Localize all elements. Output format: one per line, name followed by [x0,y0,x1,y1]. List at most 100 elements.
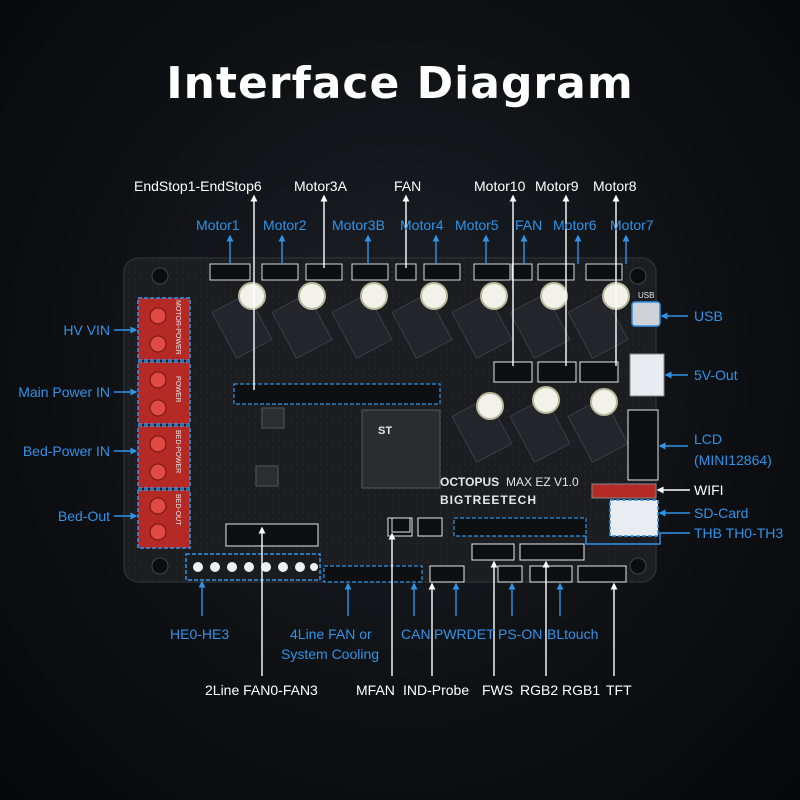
screw-icon [149,463,167,481]
mount-hole-bl [151,557,169,575]
label-main-power: Main Power IN [18,384,110,400]
label-motor6: Motor6 [553,217,597,233]
label-motor3b: Motor3B [332,217,385,233]
5v-out-block [629,353,665,397]
label-tft: TFT [606,682,632,698]
fan-4line-strip [323,565,423,583]
screw-icon [295,562,305,572]
driver-module [391,292,453,360]
connector [261,263,299,281]
capacitor [298,282,326,310]
mfan-connector [391,517,411,533]
leader-lines [114,194,690,676]
label-4line-fan: 4Line FAN or [290,626,372,642]
mcu-chip: ST [361,409,441,489]
label-wifi: WIFI [694,482,724,498]
capacitor [238,282,266,310]
screw-icon [149,399,167,417]
label-motor3a: Motor3A [294,178,348,194]
label-motor8: Motor8 [593,178,637,194]
top-connectors [209,263,623,281]
stepper-drivers [211,292,629,464]
driver-module [509,396,571,464]
mount-hole-tl [151,267,169,285]
capacitor [360,282,388,310]
label-4line-fan-2: System Cooling [281,646,379,662]
block-label-power: POWER [174,376,181,402]
capacitors [238,282,630,420]
screw-icon [149,523,167,541]
fan-2line-strip [225,523,319,547]
connector [423,263,461,281]
labels: EndStop1-EndStop6 Motor3A FAN Motor10 Mo… [18,178,783,698]
connector [209,263,251,281]
block-label-bed-out: BED-OUT [174,494,181,526]
thb-connector [417,517,443,537]
motor9-connector [537,361,577,383]
label-2line-fan: 2Line FAN0-FAN3 [205,682,318,698]
label-motor1: Motor1 [196,217,240,233]
connector [351,263,389,281]
power-terminal [137,361,191,425]
driver-module [451,396,513,464]
fws-connector [471,543,515,561]
label-lcd-sub: (MINI12864) [694,452,772,468]
driver-module [509,292,571,360]
mount-hole-br [629,557,647,575]
screw-icon [210,562,220,572]
connector [585,263,623,281]
label-thb: THB TH0-TH3 [694,525,783,541]
connector [537,263,575,281]
motor-power-terminal [137,297,191,361]
mount-hole-tr [629,267,647,285]
screw-icon [149,371,167,389]
label-usb: USB [694,308,723,324]
capacitor [476,392,504,420]
board-version: MAX EZ V1.0 [506,475,579,489]
label-can: CAN [401,626,431,642]
sd-card-slot [609,499,659,537]
label-endstops: EndStop1-EndStop6 [134,178,262,194]
screw-icon [149,497,167,515]
tft-connector [577,565,627,583]
motor8-connector [579,361,619,383]
pson-connector [497,565,523,583]
label-pwrdet: PWRDET [434,626,495,642]
label-sdcard: SD-Card [694,505,748,521]
screw-icon [227,562,237,572]
capacitor [420,282,448,310]
capacitor [480,282,508,310]
label-bltouch: BLtouch [547,626,598,642]
endstop-strip [233,383,441,405]
label-hv-vin: HV VIN [63,322,110,338]
label-pson: PS-ON [498,626,542,642]
block-label-motor-power: MOTOR-POWER [174,300,181,355]
capacitor [590,388,618,416]
screw-icon [244,562,254,572]
label-mfan: MFAN [356,682,395,698]
driver-module [271,292,333,360]
bltouch-connector [529,565,573,583]
label-5v-out: 5V-Out [694,367,738,383]
screw-icon [278,562,288,572]
bed-power-terminal [137,425,191,489]
driver-module [331,292,393,360]
pwrdet-connector [429,565,465,583]
connector [511,263,533,281]
screw-icon [310,563,318,571]
screw-icon [149,307,167,325]
chip-mark: ST [378,425,392,437]
label-motor4: Motor4 [400,217,444,233]
label-fan-top: FAN [394,178,421,194]
block-label-bed-power: BED-POWER [174,430,181,473]
driver-module [451,292,513,360]
label-motor7: Motor7 [610,217,654,233]
connector [473,263,511,281]
label-bed-out: Bed-Out [58,508,110,524]
label-bed-power: Bed-Power IN [23,443,110,459]
inductor [261,407,285,429]
board-brand: BIGTREETECH [440,493,537,507]
label-he: HE0-HE3 [170,626,229,642]
label-fws: FWS [482,682,513,698]
thermistor-strip [453,517,587,537]
